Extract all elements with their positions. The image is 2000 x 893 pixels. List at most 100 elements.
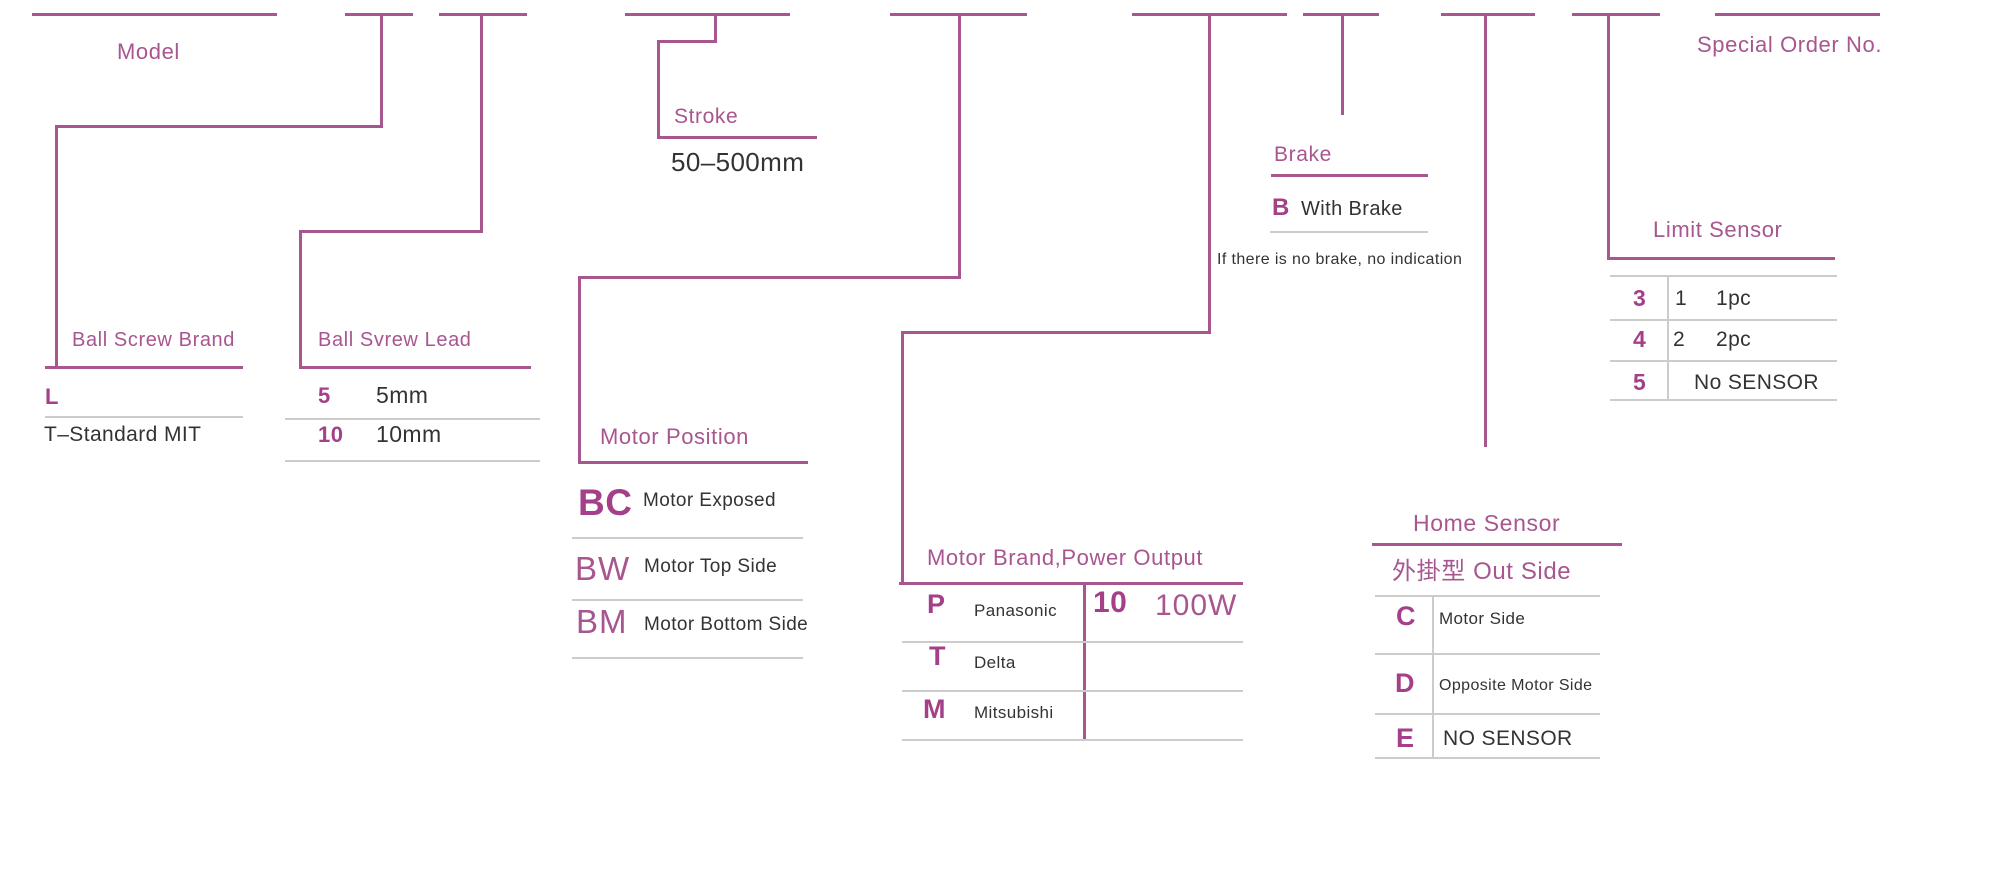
motor-position-label: Motor Position — [600, 424, 750, 449]
limit-sensor-value: 1pc — [1716, 287, 1752, 310]
connector-lead-drop — [299, 230, 302, 366]
tick-home-sensor — [1441, 13, 1535, 16]
motor-brand-code: P — [927, 589, 946, 619]
limit-sensor-separator — [1610, 399, 1837, 401]
connector-motor-brand-horizontal — [901, 331, 1211, 334]
home-sensor-column-divider — [1432, 595, 1434, 757]
limit-sensor-code: 4 — [1633, 326, 1647, 352]
ball-screw-lead-underline — [299, 366, 531, 369]
home-sensor-code: E — [1396, 723, 1415, 753]
connector-brake-stem — [1341, 13, 1344, 115]
home-sensor-value: Motor Side — [1439, 609, 1526, 628]
ball-screw-brand-underline — [45, 366, 243, 369]
limit-sensor-qty: 1 — [1675, 287, 1688, 310]
connector-motor-position-horizontal — [578, 276, 961, 279]
motor-brand-value: Panasonic — [974, 601, 1057, 620]
connector-stroke-drop — [657, 40, 660, 136]
brake-underline — [1271, 174, 1428, 177]
limit-sensor-value: 2pc — [1716, 328, 1752, 351]
limit-sensor-underline — [1607, 257, 1835, 260]
connector-brand-stem — [380, 13, 383, 125]
limit-sensor-code: 3 — [1633, 285, 1647, 311]
limit-sensor-label: Limit Sensor — [1653, 217, 1783, 242]
connector-motor-brand-stem — [1208, 13, 1211, 331]
limit-sensor-separator — [1610, 319, 1837, 321]
motor-position-separator — [572, 599, 803, 601]
motor-brand-separator — [902, 641, 1243, 643]
limit-sensor-value: No SENSOR — [1694, 371, 1819, 394]
lead-option-code: 5 — [318, 383, 331, 408]
connector-motor-brand-drop — [901, 331, 904, 582]
ball-screw-brand-value: T–Standard MIT — [44, 423, 202, 446]
tick-ball-screw-brand — [345, 13, 413, 16]
motor-brand-separator — [902, 690, 1243, 692]
motor-position-code: BC — [578, 482, 633, 523]
home-sensor-label: Home Sensor — [1413, 510, 1561, 536]
connector-stroke-horizontal — [657, 40, 717, 43]
stroke-underline — [657, 136, 817, 139]
motor-position-code: BM — [576, 603, 628, 640]
connector-brand-drop — [55, 125, 58, 366]
brake-value: With Brake — [1301, 198, 1403, 220]
lead-separator — [285, 460, 540, 462]
tick-special-order — [1715, 13, 1880, 16]
connector-lead-stem — [480, 13, 483, 230]
lead-option-code: 10 — [318, 422, 344, 447]
power-output-value: 100W — [1155, 589, 1238, 622]
home-sensor-separator — [1375, 713, 1600, 715]
motor-position-code: BW — [575, 550, 631, 587]
brake-note: If there is no brake, no indication — [1217, 251, 1463, 268]
connector-motor-position-stem — [958, 13, 961, 276]
home-sensor-value: NO SENSOR — [1443, 727, 1573, 750]
limit-sensor-qty: 2 — [1673, 328, 1686, 351]
connector-limit-sensor-stem — [1607, 13, 1610, 257]
home-sensor-value: Opposite Motor Side — [1439, 677, 1593, 694]
motor-brand-label: Motor Brand,Power Output — [927, 545, 1204, 570]
limit-sensor-code: 5 — [1633, 369, 1647, 395]
home-sensor-separator — [1375, 595, 1600, 597]
home-sensor-separator — [1375, 757, 1600, 759]
motor-position-underline — [578, 461, 808, 464]
connector-home-sensor-stem — [1484, 13, 1487, 447]
connector-motor-position-drop — [578, 276, 581, 461]
home-sensor-type: 外掛型 Out Side — [1392, 558, 1572, 585]
lead-option-value: 5mm — [376, 382, 429, 408]
lead-separator — [285, 418, 540, 420]
ball-screw-brand-code: L — [45, 384, 59, 409]
tick-ball-screw-lead — [439, 13, 527, 16]
connector-lead-horizontal — [299, 230, 483, 233]
stroke-range: 50–500mm — [671, 147, 805, 177]
home-sensor-underline — [1372, 543, 1622, 546]
brake-code: B — [1272, 194, 1290, 221]
stroke-label: Stroke — [674, 105, 739, 128]
brake-separator — [1270, 231, 1428, 233]
motor-position-separator — [572, 657, 803, 659]
motor-position-value: Motor Top Side — [644, 556, 778, 577]
lead-option-value: 10mm — [376, 421, 442, 447]
motor-brand-separator — [902, 739, 1243, 741]
connector-stroke-stem — [714, 13, 717, 40]
limit-sensor-column-divider — [1667, 275, 1669, 399]
home-sensor-separator — [1375, 653, 1600, 655]
motor-brand-code: M — [923, 694, 946, 724]
limit-sensor-separator — [1610, 275, 1837, 277]
ball-screw-brand-label: Ball Screw Brand — [72, 329, 235, 351]
limit-sensor-separator — [1610, 360, 1837, 362]
power-output-code: 10 — [1093, 586, 1128, 619]
motor-brand-code: T — [929, 641, 946, 671]
tick-model — [32, 13, 277, 16]
brake-label: Brake — [1274, 143, 1332, 166]
motor-position-value: Motor Bottom Side — [644, 614, 809, 635]
motor-brand-underline — [899, 582, 1243, 585]
motor-brand-value: Delta — [974, 653, 1016, 672]
home-sensor-code: C — [1396, 601, 1416, 631]
motor-brand-value: Mitsubishi — [974, 703, 1054, 722]
motor-position-separator — [572, 537, 803, 539]
motor-brand-column-divider — [1083, 582, 1086, 739]
ball-screw-lead-label: Ball Svrew Lead — [318, 329, 472, 351]
special-order-label: Special Order No. — [1697, 32, 1883, 57]
motor-position-value: Motor Exposed — [643, 490, 776, 511]
connector-brand-horizontal — [55, 125, 383, 128]
home-sensor-code: D — [1395, 668, 1415, 698]
